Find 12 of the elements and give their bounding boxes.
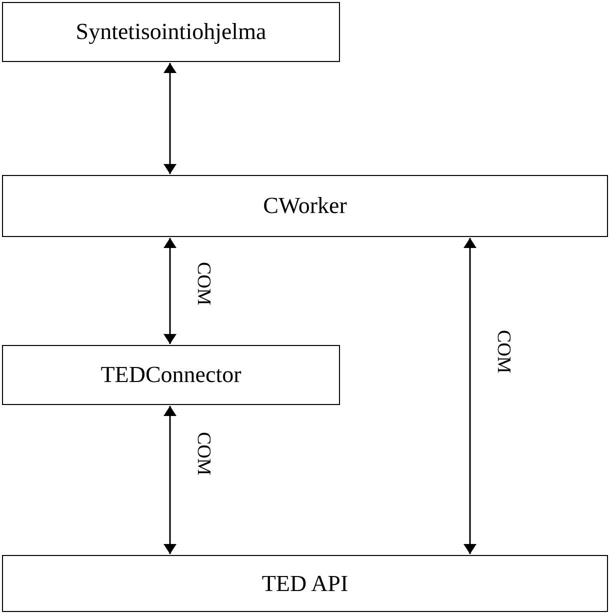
double-arrow [465,238,475,554]
process-box [2,555,608,612]
process-box [2,175,608,237]
node-label: CWorker [263,193,347,219]
double-arrow [165,238,175,344]
double-arrow [165,63,175,174]
double-arrow [165,406,175,554]
process-box [2,345,340,405]
process-box [2,2,340,62]
node-label: TED API [262,570,348,596]
node-label: TEDConnector [100,362,242,388]
node-label: Syntetisointiohjelma [76,19,266,45]
